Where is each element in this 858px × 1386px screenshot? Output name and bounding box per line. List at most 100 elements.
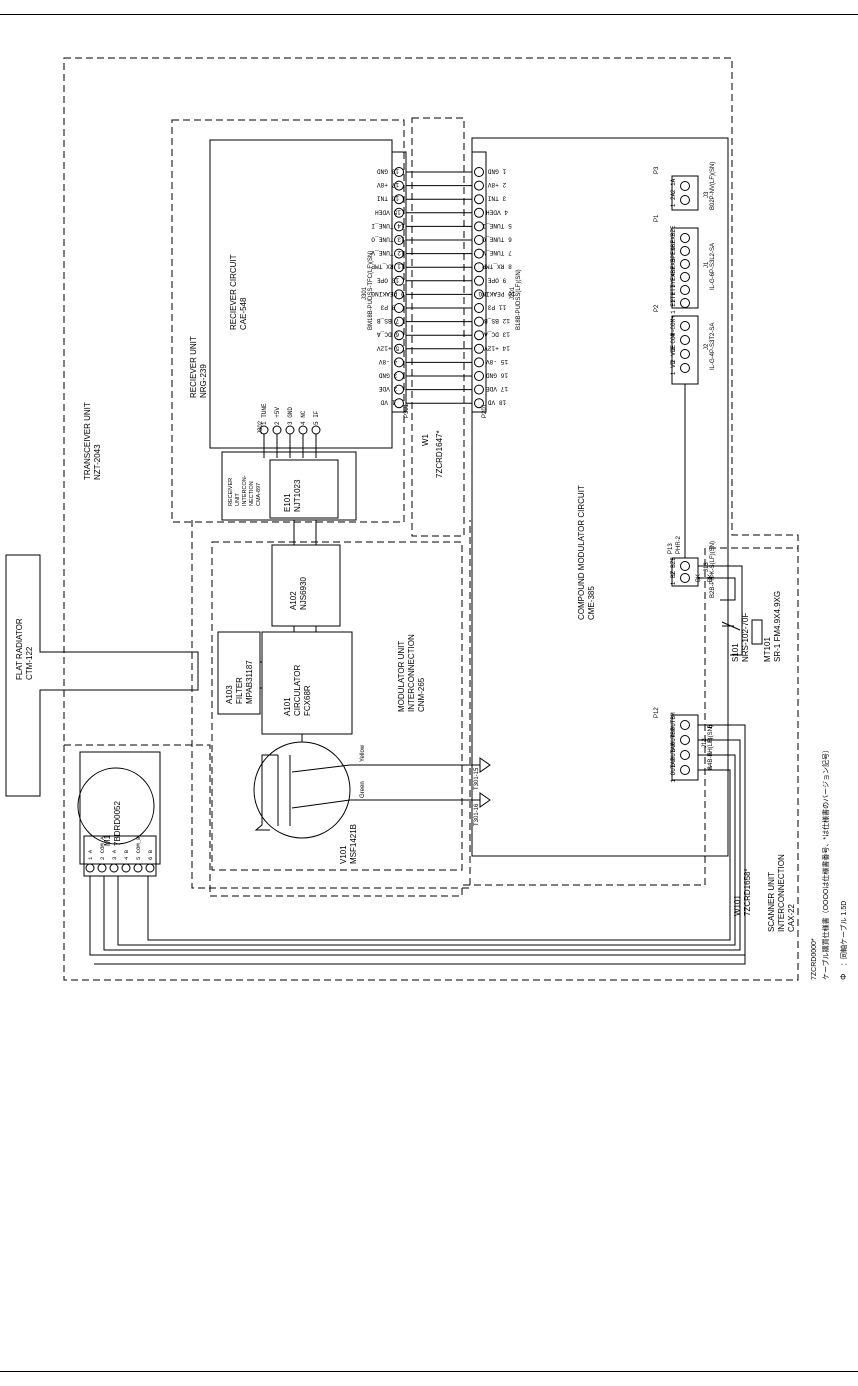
- j1-pin: [680, 298, 690, 308]
- j301-pin-label: 2 VDE: [378, 385, 397, 392]
- v101-cathode: [291, 799, 351, 809]
- j1-part: IL-G-6P-S3L2-SA: [710, 243, 716, 290]
- yellow-label: Yellow: [360, 744, 366, 762]
- j301-pin: [394, 330, 404, 341]
- modulator-unit-name: MODULATOR UNIT: [397, 641, 406, 712]
- j12-pin-label: 2 OUTAM: [670, 742, 677, 768]
- p2-label: P2: [654, 304, 660, 312]
- j2-pin-label: 3 COM-: [670, 329, 677, 351]
- j12-pin-label: 4 OUTBM: [670, 712, 677, 738]
- j301-pin: [394, 167, 404, 177]
- j2-pin: [680, 321, 690, 331]
- s101-wiring: [698, 565, 743, 656]
- j2-pin-label: 4 COM+: [670, 315, 677, 337]
- j302-pin: [259, 425, 269, 435]
- j2-pin: [680, 349, 690, 359]
- j301-pin-label: 14 TUNE_I: [371, 222, 405, 229]
- w101-cable: [94, 920, 746, 965]
- w101-model: 7ZCRD1658*: [743, 868, 752, 916]
- scanner-wiring: [89, 724, 746, 956]
- coax-a101-a103: [260, 661, 262, 689]
- coax-symbol: Φ: [839, 974, 848, 980]
- m1-pin-label: 1 A: [87, 849, 94, 860]
- header-rule: [0, 14, 858, 15]
- j302-pin: [272, 425, 282, 435]
- j201-pin-label: 9 OPE: [487, 276, 506, 283]
- j201-pin: [474, 180, 484, 191]
- cable-note: ケーブル購買仕様書（OOOOは仕様書番号、*は仕様書のバージョン記号）: [821, 746, 830, 980]
- p201-label: P201: [482, 403, 488, 418]
- j201-pin: [474, 275, 484, 286]
- j3-pin: [680, 181, 690, 191]
- j2-pin-label: 1 VD: [670, 360, 677, 375]
- scanner-unit-line2: INTERCONNECTION: [777, 854, 786, 932]
- j201-pin-label: 17 VDE: [486, 385, 509, 392]
- m1-pin: [85, 863, 95, 873]
- interconnection-label-line: RECEIVER: [228, 478, 234, 506]
- j13-pin: [680, 573, 690, 583]
- j301-pin: [394, 235, 404, 245]
- j301-pin-label: 10 OPE: [377, 276, 400, 283]
- footer-rule: [0, 1371, 858, 1372]
- a103-line2: FILTER: [235, 677, 244, 704]
- w1-harness-boundary: [411, 117, 465, 537]
- m1-pin-label: 6 B: [147, 849, 154, 860]
- j201-pin-label: 5 TUNE_I: [482, 222, 512, 229]
- m1-pin-label: 2 COM_A: [99, 836, 106, 860]
- j302-pin-label: 3 GND: [287, 407, 294, 425]
- green-label: Green: [360, 781, 366, 798]
- w1-ref: W1: [421, 433, 430, 446]
- m1-terminal-strip: [83, 835, 157, 877]
- j301-pin: [394, 398, 404, 409]
- m1-pin: [133, 863, 143, 873]
- j301-pin: [394, 371, 404, 381]
- j2-pin-label: 2 VDE: [670, 345, 677, 363]
- j302-pin: [298, 425, 308, 435]
- j301-pin-label: 4 -8V: [378, 358, 397, 365]
- m1-pin-label: 3 A: [111, 849, 118, 860]
- m1-ref: M1: [103, 834, 112, 846]
- j302-ref: J302: [258, 420, 264, 434]
- transceiver-unit-boundary: [63, 57, 799, 981]
- a102-box: [271, 544, 341, 627]
- j301-pin-label: 17 +8V: [377, 181, 400, 188]
- j201-pin: [474, 167, 484, 177]
- j3-pin-label: 1 2A: [670, 192, 677, 207]
- p301-label: P301: [404, 403, 410, 418]
- j12-pin-label: 3 OUTBP: [670, 727, 677, 753]
- j302-pin-label: 4 NC: [300, 410, 307, 425]
- j3-part: B02P-NV(LF)(SN): [710, 162, 716, 210]
- j301-pin: [394, 194, 404, 205]
- j301-pin: [394, 180, 404, 191]
- wire-a-label: A: [708, 766, 714, 770]
- j201-pin: [474, 330, 484, 341]
- j201-pin: [474, 303, 484, 313]
- j301-pin-label: 1 VD: [380, 399, 395, 406]
- modulator-unit-line2: INTERCONNECTION: [407, 634, 416, 712]
- j12-ref: J12: [702, 738, 708, 748]
- j13-ref: J13: [704, 562, 710, 572]
- wire-b-label: B: [708, 738, 714, 742]
- v101-tube: [253, 741, 351, 839]
- bk2-label: BK: [708, 574, 714, 582]
- j12-pin: [680, 750, 690, 760]
- compound-circuit-box: [471, 137, 729, 857]
- j12-box: [671, 714, 699, 781]
- flat-radiator: [5, 554, 199, 797]
- modulator-unit-model: CNM-265: [417, 677, 426, 712]
- j301-pin: [394, 384, 404, 395]
- j302-pin: [311, 425, 321, 435]
- j301-pin-label: 7 BS_B: [377, 317, 400, 324]
- scanner-unit-boundary: [64, 547, 798, 897]
- s101-switch: [721, 621, 741, 631]
- t30116-label: T301-16: [474, 803, 480, 826]
- j12-pin: [680, 765, 690, 775]
- j301-pin: [394, 303, 404, 313]
- w1-model: 7ZCRD1647*: [435, 430, 444, 478]
- coax-e101-a102: [293, 520, 317, 632]
- s101-model: NRS-102-70F: [741, 613, 750, 662]
- j1-pin: [680, 272, 690, 282]
- j201-pin: [474, 384, 484, 395]
- j301-pin-label: 18 GND: [377, 168, 400, 175]
- j301-pin: [394, 262, 404, 273]
